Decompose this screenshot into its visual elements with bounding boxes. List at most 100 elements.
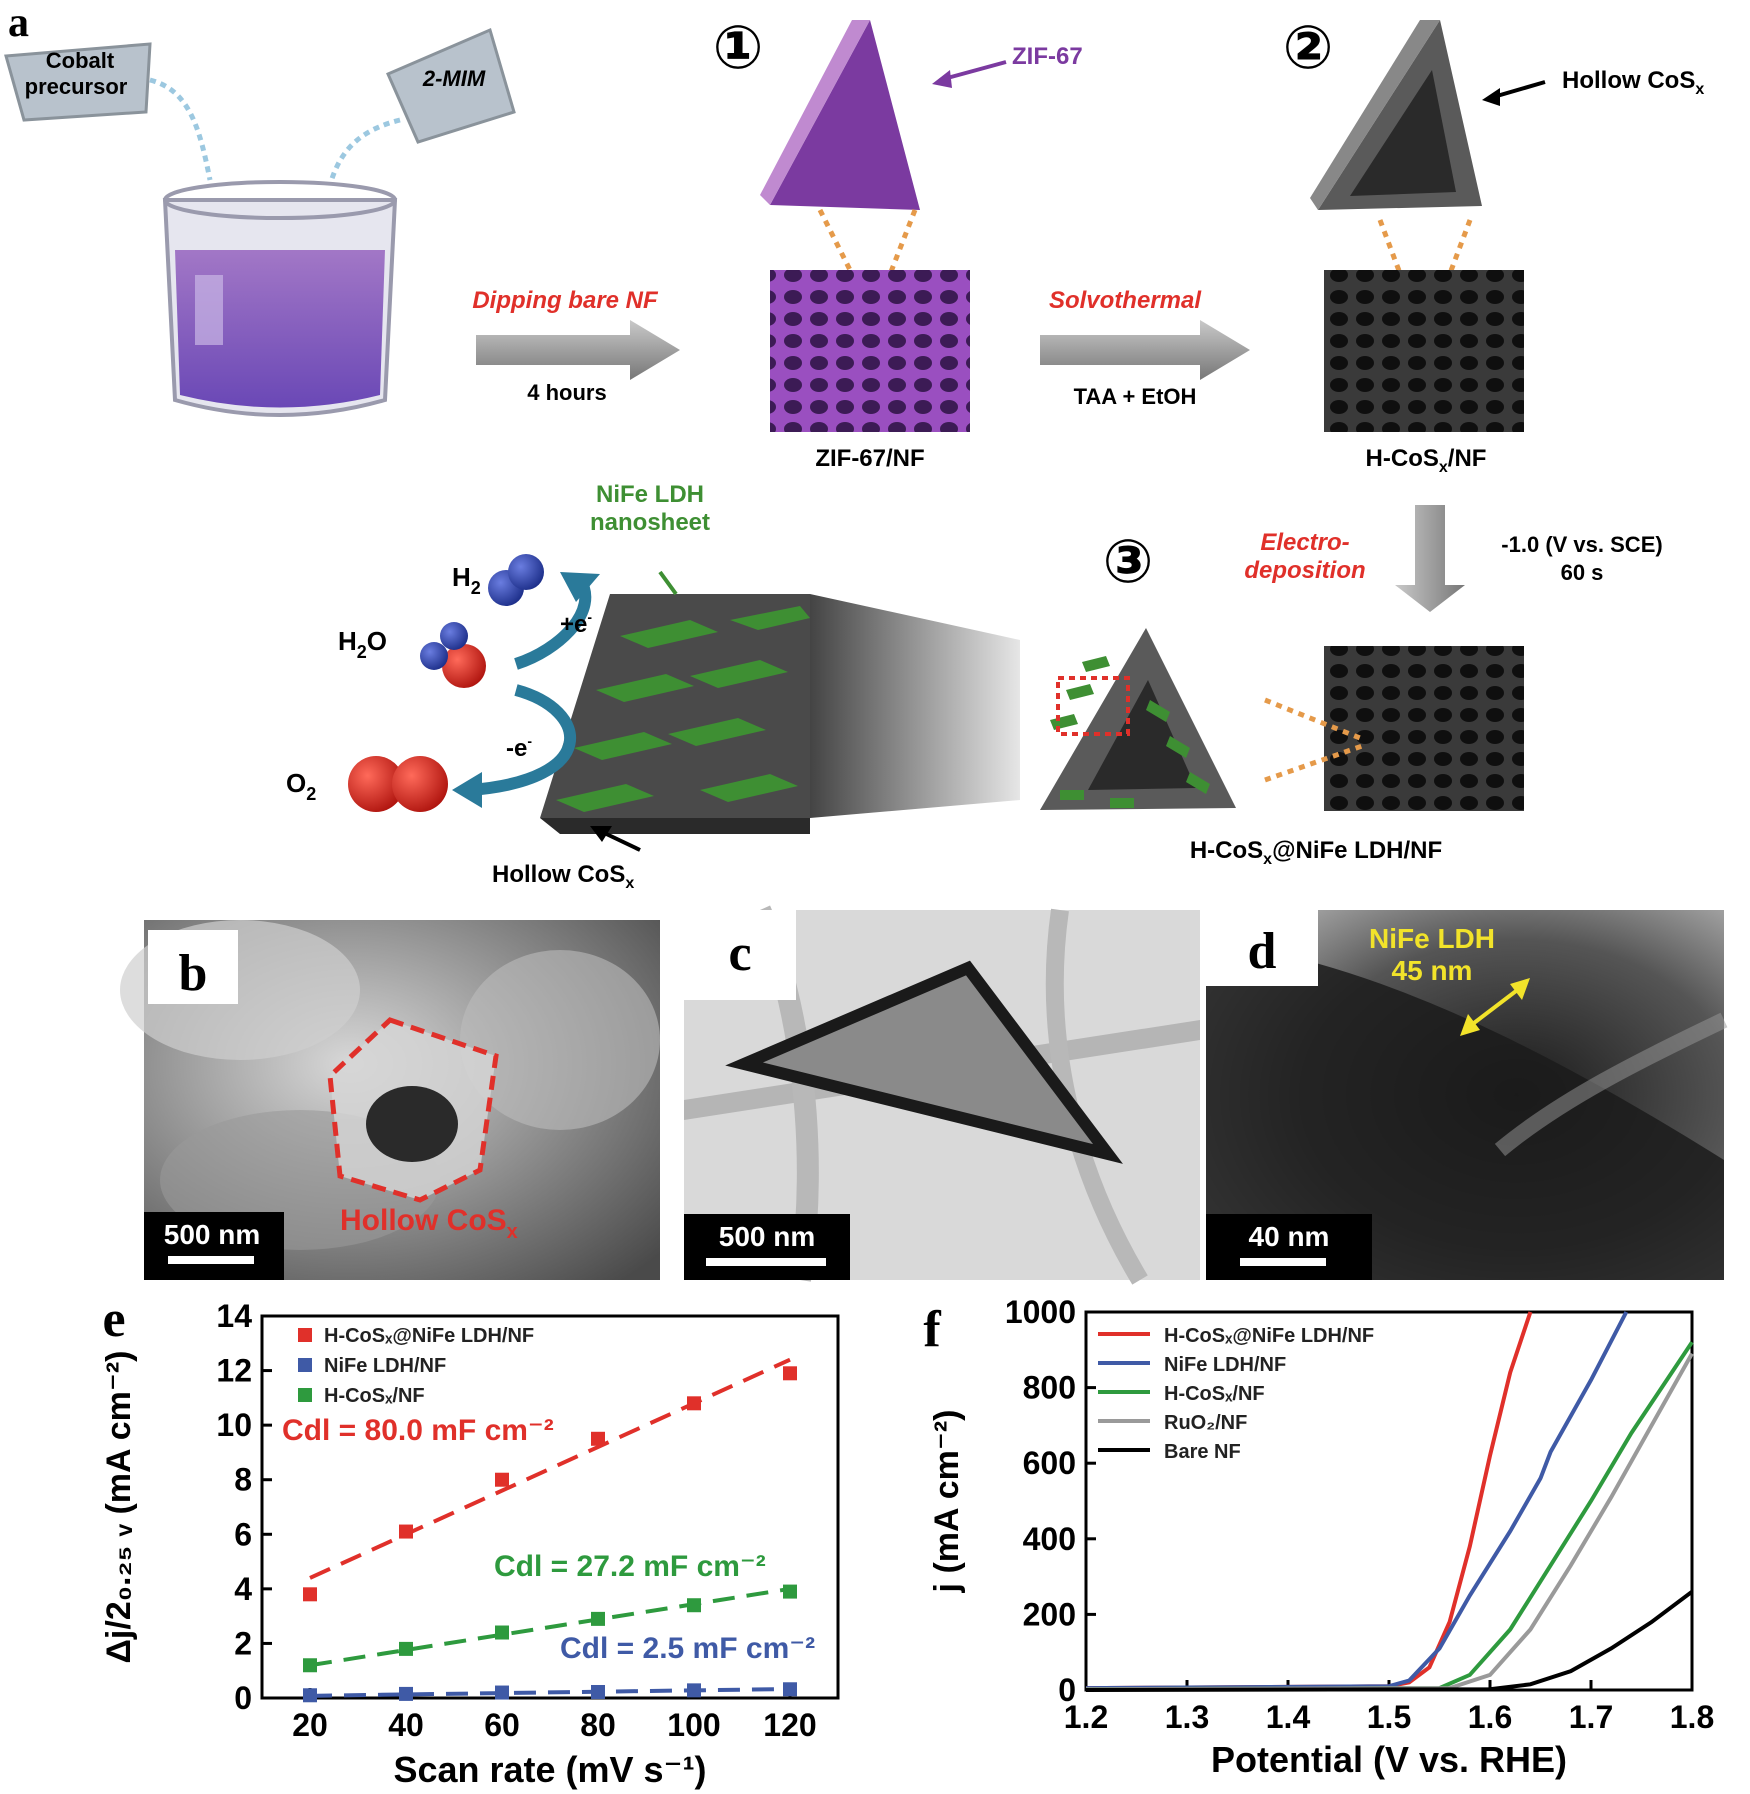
y-tick-label: 800 [1023, 1370, 1076, 1406]
y-tick-label: 600 [1023, 1445, 1076, 1481]
x-tick-label: 1.2 [1064, 1699, 1108, 1735]
series-line [1085, 1352, 1694, 1692]
x-tick-label: 80 [580, 1707, 616, 1743]
data-point [399, 1686, 413, 1701]
h2-label: H2 [452, 562, 481, 598]
step1-number: ① [713, 14, 764, 81]
step3-number: ③ [1103, 528, 1154, 595]
panel-d-dim-line [1468, 986, 1522, 1028]
data-point [783, 1366, 797, 1381]
o2-molecule [348, 756, 448, 812]
zoom-tunnel [810, 594, 1020, 818]
arrow-solvothermal-bottom: TAA + EtOH [1074, 384, 1197, 409]
arrow-dipping [476, 320, 680, 380]
h-cosx-nife-nf-caption: H-CoSx@NiFe LDH/NF [1190, 837, 1442, 868]
h2o-label: H2O [338, 626, 387, 662]
x-tick-label: 1.6 [1468, 1699, 1512, 1735]
step2-number: ② [1283, 14, 1334, 81]
fit-annotation: Cdl = 27.2 mF cm⁻² [494, 1550, 766, 1583]
x-tick-label: 1.8 [1670, 1699, 1714, 1735]
x-tick-label: 100 [667, 1707, 720, 1743]
electro-line2: deposition [1244, 557, 1365, 584]
arrow-solvothermal [1040, 320, 1250, 380]
ldh-label-line2: nanosheet [590, 509, 710, 536]
data-point [783, 1584, 797, 1599]
o2-label: O2 [286, 768, 316, 804]
cobalt-label-line1: Cobalt [46, 48, 115, 73]
x-tick-label: 1.3 [1165, 1699, 1209, 1735]
cobalt-label-line2: precursor [25, 74, 128, 99]
data-point [399, 1641, 413, 1656]
zif67-nf-caption: ZIF-67/NF [815, 445, 924, 472]
x-tick-label: 40 [388, 1707, 424, 1743]
y-tick-label: 14 [216, 1298, 252, 1334]
zoom-lines-2 [1264, 697, 1366, 783]
legend-label: H-CoSₓ/NF [1164, 1383, 1265, 1405]
h-cosx-nife-nf-foam [1324, 646, 1524, 811]
fit-line [309, 1357, 791, 1580]
data-point [495, 1685, 509, 1700]
panel-d-letter: d [1248, 923, 1277, 980]
mim-label: 2-MIM [422, 66, 486, 91]
panel-b-label: Hollow CoSx [340, 1204, 518, 1243]
panel-b: b 500 nm Hollow CoSx [120, 920, 660, 1280]
hollow-callout: Hollow CoSx [1562, 67, 1704, 98]
zif-callout: ZIF-67 [1012, 43, 1083, 70]
hollow-bottom-arrowhead [590, 826, 612, 842]
ldh-label-line1: NiFe LDH [596, 481, 704, 508]
reduction-arrowhead [560, 572, 600, 602]
legend-label: RuO₂/NF [1164, 1412, 1247, 1434]
arrow-electrodeposition [1395, 505, 1465, 612]
legend-label: NiFe LDH/NF [324, 1355, 446, 1377]
zif-callout-arrow [939, 60, 1007, 82]
y-tick-label: 0 [1058, 1672, 1076, 1708]
chart-e-letter: e [102, 1291, 125, 1348]
data-point [591, 1684, 605, 1699]
panel-d-dim-head1 [1460, 1014, 1480, 1036]
arrow-solvothermal-top: Solvothermal [1049, 287, 1202, 314]
y-tick-label: 10 [216, 1407, 252, 1443]
zif-callout-arrowhead [932, 70, 952, 88]
series-line [1085, 1311, 1533, 1691]
legend-marker [298, 1328, 312, 1342]
electro-condition-line1: -1.0 (V vs. SCE) [1501, 532, 1662, 557]
electro-condition-line2: 60 s [1561, 560, 1604, 585]
minus-e-label: -e- [506, 733, 532, 762]
data-point [783, 1682, 797, 1697]
plot-frame [260, 1314, 840, 1700]
data-point [495, 1625, 509, 1640]
x-tick-label: 120 [763, 1707, 816, 1743]
triangle-with-ldh [1040, 628, 1236, 810]
electro-line1: Electro- [1260, 529, 1349, 556]
oxidation-arrowhead [452, 772, 482, 808]
panel-d-scale: 40 nm [1249, 1221, 1330, 1252]
series-line [1085, 1341, 1694, 1692]
y-tick-label: 8 [234, 1462, 252, 1498]
zoom-lines-1 [817, 208, 1473, 302]
panel-c: c 500 nm [684, 905, 1200, 1285]
h2o-molecule [420, 622, 486, 688]
y-tick-label: 12 [216, 1353, 252, 1389]
panel-d-label-line2: 45 nm [1392, 955, 1473, 986]
fit-line [309, 1586, 791, 1668]
data-point [303, 1688, 317, 1703]
legend-label: H-CoSₓ@NiFe LDH/NF [324, 1325, 534, 1347]
legend-marker [298, 1358, 312, 1372]
data-point [687, 1396, 701, 1411]
x-tick-label: 20 [292, 1707, 328, 1743]
data-point [303, 1587, 317, 1602]
h2-molecule [488, 554, 544, 606]
panel-d: d NiFe LDH 45 nm 40 nm [1206, 910, 1728, 1280]
panel-c-scale: 500 nm [719, 1221, 816, 1252]
ldh-callout-arrow [658, 570, 678, 596]
plus-e-label: +e- [560, 609, 592, 638]
x-axis-label: Potential (V vs. RHE) [1211, 1739, 1567, 1780]
h-cosx-nf-caption: H-CoSx/NF [1366, 445, 1487, 476]
legend-marker [298, 1388, 312, 1402]
data-point [303, 1658, 317, 1673]
series-line [1085, 1311, 1629, 1691]
hollow-cosx-triangle [1310, 20, 1482, 210]
data-point [687, 1598, 701, 1613]
